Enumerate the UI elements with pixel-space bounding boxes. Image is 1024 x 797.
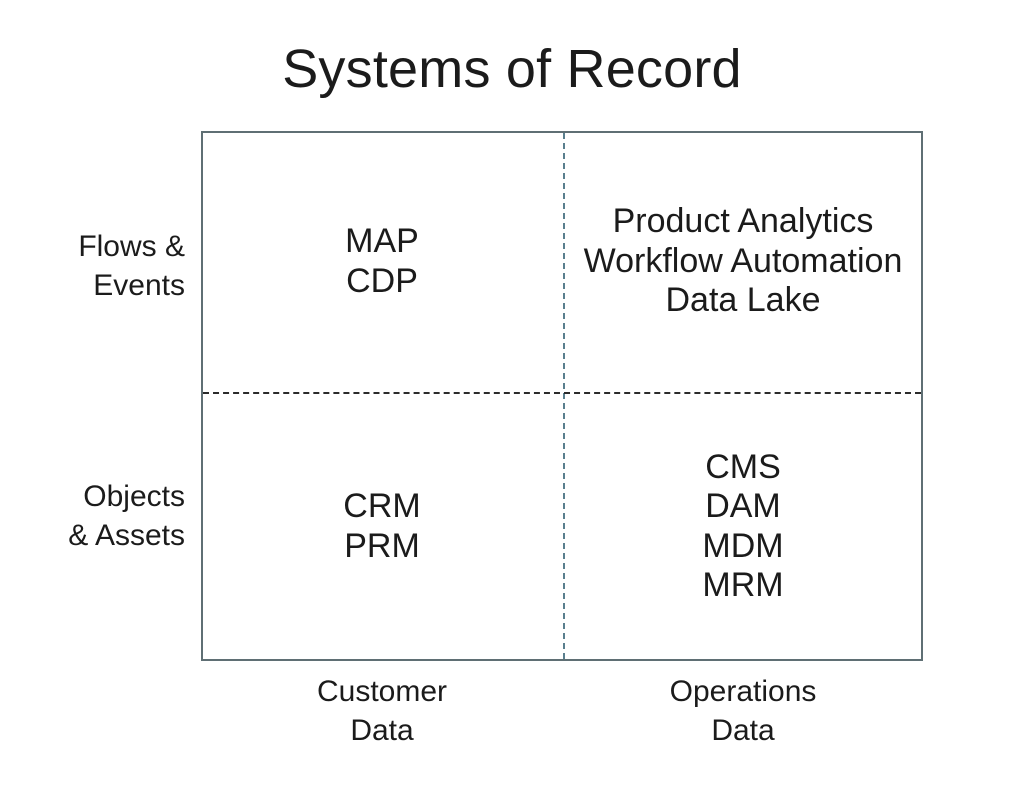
quadrant-item: Workflow Automation <box>583 241 903 280</box>
row-label-flows-events-line1: Flows & <box>78 230 185 263</box>
row-label-objects-assets: Objects & Assets <box>0 477 185 555</box>
quadrant-flows-operations: Product Analytics Workflow Automation Da… <box>563 131 923 392</box>
quadrant-item: CMS <box>705 447 781 486</box>
column-label-operations-data-line1: Operations <box>669 675 817 708</box>
row-label-flows-events: Flows & Events <box>0 227 185 305</box>
row-label-objects-assets-line1: Objects <box>83 480 185 513</box>
page-title: Systems of Record <box>282 39 742 99</box>
quadrant-item: Data Lake <box>665 281 821 320</box>
quadrant-item: MRM <box>702 565 784 604</box>
column-label-customer-data-line1: Customer <box>316 675 448 708</box>
column-label-operations-data-line2: Data <box>711 714 775 747</box>
quadrant-item: DAM <box>705 487 781 526</box>
quadrant-item: PRM <box>344 526 420 565</box>
quadrant-objects-customer: CRM PRM <box>201 392 563 661</box>
column-label-customer-data-line2: Data <box>350 714 414 747</box>
matrix-frame <box>201 131 923 661</box>
quadrant-item: CRM <box>343 487 421 526</box>
row-label-objects-assets-line2: & Assets <box>68 519 185 552</box>
quadrant-flows-customer: MAP CDP <box>201 131 563 392</box>
quadrant-objects-operations: CMS DAM MDM MRM <box>563 392 923 661</box>
quadrant-item: Product Analytics <box>612 202 874 241</box>
column-label-operations-data: Operations Data <box>563 672 923 750</box>
quadrant-item: CDP <box>346 261 418 300</box>
horizontal-divider-line <box>203 392 921 394</box>
quadrant-item: MAP <box>345 222 419 261</box>
vertical-divider-line <box>563 133 565 659</box>
row-label-flows-events-line2: Events <box>93 269 185 302</box>
column-label-customer-data: Customer Data <box>201 672 563 750</box>
quadrant-item: MDM <box>702 526 784 565</box>
